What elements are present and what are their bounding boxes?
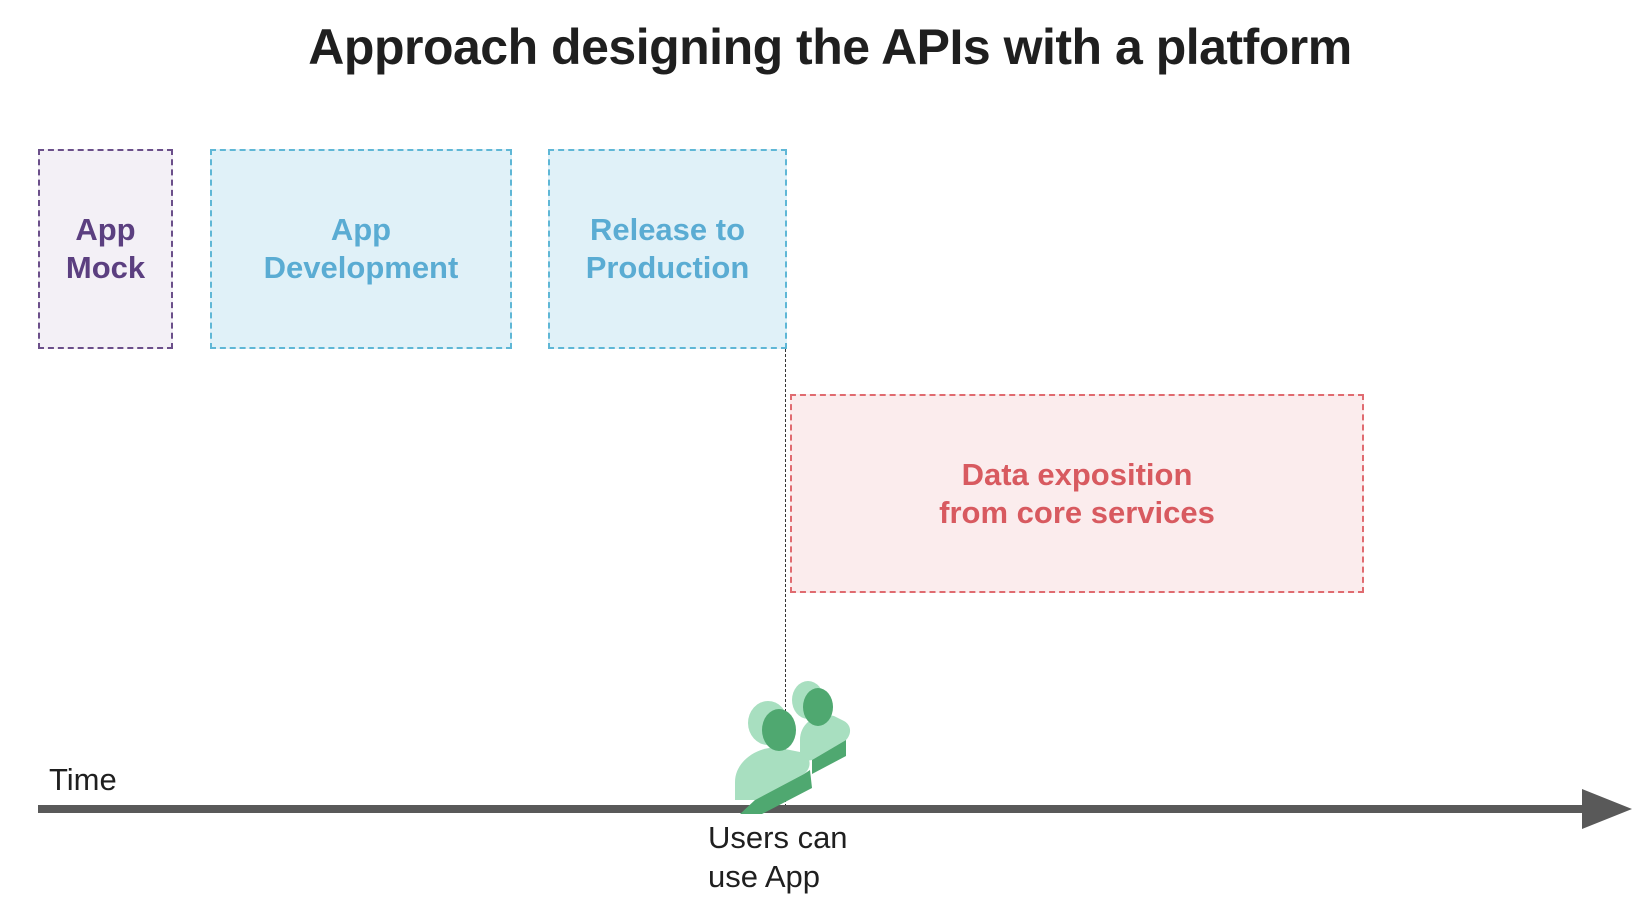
diagram-title: Approach designing the APIs with a platf… <box>308 19 1352 75</box>
time-axis-label: Time <box>49 762 117 797</box>
phase-app-development: App Development <box>210 149 512 349</box>
phase-app-development-label: App Development <box>263 212 459 285</box>
time-axis-arrowhead <box>1582 789 1632 829</box>
back-person-icon <box>792 681 851 774</box>
phase-app-mock-label: App Mock <box>65 212 146 285</box>
phase-data-exposition-label: Data exposition from core services <box>939 456 1215 530</box>
phase-data-exposition: Data exposition from core services <box>790 394 1364 593</box>
milestone-label: Users can use App <box>708 820 848 894</box>
phase-release-label: Release to Production <box>585 212 750 285</box>
users-icon <box>735 681 851 814</box>
release-marker-line <box>785 349 786 807</box>
time-axis <box>38 789 1632 829</box>
phase-release-to-production: Release to Production <box>548 149 787 349</box>
front-person-icon <box>735 701 812 814</box>
time-axis-line <box>38 805 1590 813</box>
phase-app-mock: App Mock <box>38 149 173 349</box>
